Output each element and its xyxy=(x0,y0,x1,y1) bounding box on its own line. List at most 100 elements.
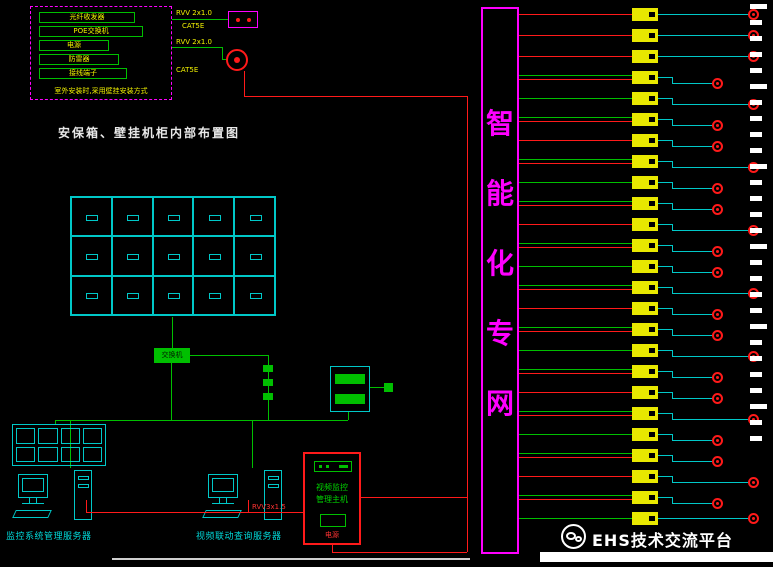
frame-tick xyxy=(750,4,767,9)
device-block-notch xyxy=(649,516,655,521)
monitor-base xyxy=(22,503,44,504)
device-block xyxy=(632,50,658,63)
link-wire xyxy=(672,503,714,504)
wire-segment xyxy=(244,96,467,97)
device-block-notch xyxy=(649,495,655,500)
trunk-wire-green xyxy=(519,159,632,160)
link-wire xyxy=(658,329,672,330)
link-wire xyxy=(672,308,673,315)
device-row xyxy=(519,386,773,405)
wire-segment xyxy=(190,355,268,356)
trunk-wire xyxy=(519,392,632,393)
trunk-wire xyxy=(519,98,632,99)
camera-icon xyxy=(712,183,723,194)
frame-tick xyxy=(750,20,762,25)
junction-box xyxy=(263,393,273,400)
frame-tick xyxy=(750,244,767,249)
device-block-notch xyxy=(649,117,655,122)
device-block xyxy=(632,71,658,84)
link-wire xyxy=(672,350,673,357)
wechat-bubble xyxy=(575,536,582,542)
frame-tick xyxy=(750,388,762,393)
rack-door xyxy=(71,275,112,315)
link-wire xyxy=(658,455,672,456)
camera-icon xyxy=(712,78,723,89)
trunk-wire-green xyxy=(519,201,632,202)
trunk-wire-green xyxy=(519,243,632,244)
link-wire xyxy=(672,182,673,189)
link-wire xyxy=(658,245,672,246)
frame-tick xyxy=(750,324,767,329)
frame-tick xyxy=(750,132,762,137)
device-row xyxy=(519,491,773,510)
link-wire xyxy=(672,440,714,441)
device-block xyxy=(632,113,658,126)
device-block xyxy=(632,470,658,483)
link-wire xyxy=(672,245,673,252)
link-wire xyxy=(672,251,714,252)
camera-dot xyxy=(716,397,719,400)
link-wire xyxy=(658,392,672,393)
device-block xyxy=(632,197,658,210)
junction-box xyxy=(384,383,393,392)
link-wire xyxy=(658,140,672,141)
device-block xyxy=(632,323,658,336)
led xyxy=(319,465,322,468)
rack-door xyxy=(234,197,275,237)
wall-monitor xyxy=(16,446,36,462)
module-bar: POE交换机 xyxy=(39,26,143,37)
monitor xyxy=(18,474,48,498)
camera-icon xyxy=(712,435,723,446)
network-bar-char: 网 xyxy=(485,387,514,420)
frame-tick xyxy=(750,292,762,297)
device-block-notch xyxy=(649,264,655,269)
link-wire xyxy=(672,230,750,231)
wire-segment xyxy=(86,500,87,512)
link-wire xyxy=(672,314,714,315)
wire-label: RVV 2x1.0 xyxy=(176,9,213,17)
link-wire xyxy=(658,35,750,36)
device-block xyxy=(632,218,658,231)
link-wire xyxy=(672,434,673,441)
wire-segment xyxy=(332,552,467,553)
wire-segment xyxy=(244,71,245,96)
device-row xyxy=(519,71,773,90)
device-block xyxy=(632,449,658,462)
device-row xyxy=(519,281,773,300)
device-row xyxy=(519,218,773,237)
device-row xyxy=(519,449,773,468)
network-switch xyxy=(330,366,370,412)
device-block-notch xyxy=(649,33,655,38)
camera-dot xyxy=(716,145,719,148)
device-block xyxy=(632,365,658,378)
link-wire xyxy=(672,398,714,399)
network-bar-char: 专 xyxy=(485,317,514,350)
camera-icon xyxy=(712,498,723,509)
monitor-screen xyxy=(212,478,234,492)
camera-dot xyxy=(752,34,755,37)
camera-icon xyxy=(712,246,723,257)
device-block xyxy=(632,386,658,399)
link-wire xyxy=(658,182,672,183)
wechat-icon xyxy=(561,524,586,549)
link-wire xyxy=(672,224,673,231)
device-row xyxy=(519,344,773,363)
rack-door xyxy=(71,236,112,276)
wall-monitor xyxy=(38,446,58,462)
junction-box xyxy=(263,365,273,372)
device-block-notch xyxy=(649,201,655,206)
trunk-wire xyxy=(519,434,632,435)
drive-bay xyxy=(78,476,89,480)
device-block-notch xyxy=(649,96,655,101)
device-block xyxy=(632,281,658,294)
rack-door xyxy=(71,197,112,237)
camera-dot xyxy=(716,82,719,85)
switch-box: 交换机 xyxy=(154,348,190,363)
device-row xyxy=(519,302,773,321)
frame-tick xyxy=(750,404,767,409)
wire-segment xyxy=(172,19,228,20)
trunk-wire-red xyxy=(519,499,632,500)
wire-segment xyxy=(268,355,269,420)
frame-tick xyxy=(750,420,762,425)
link-wire xyxy=(658,203,672,204)
